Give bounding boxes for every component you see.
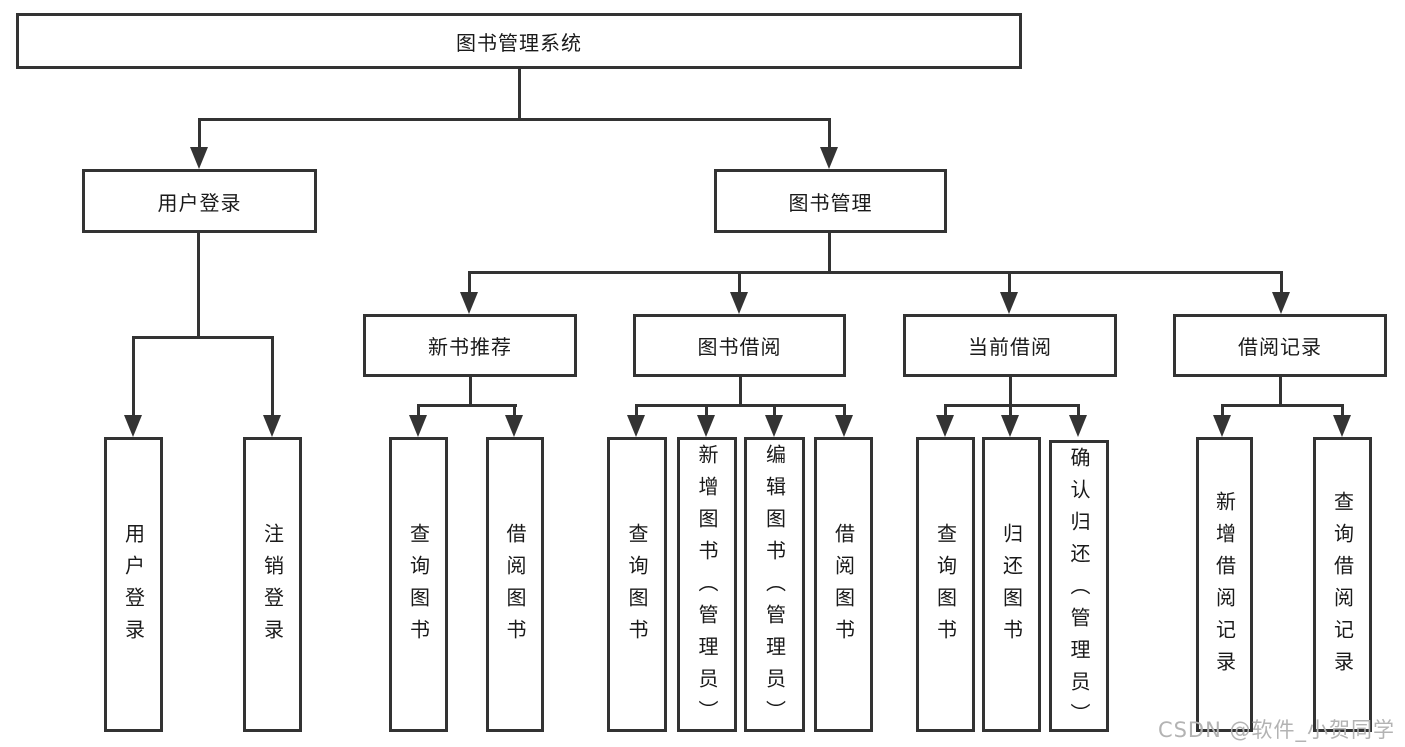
node-new-book-recommendation: 新书推荐 <box>363 314 577 377</box>
connector-line <box>1221 404 1343 407</box>
connector-line <box>468 271 471 295</box>
leaf-edit-books-admin: 编辑图书（管理员） <box>744 437 805 732</box>
arrow-down <box>697 415 715 437</box>
leaf-logout: 注销登录 <box>243 437 302 732</box>
connector-line <box>1280 271 1283 295</box>
connector-line <box>132 336 274 339</box>
connector-line <box>1009 404 1012 418</box>
node-user-login: 用户登录 <box>82 169 317 233</box>
arrow-down <box>190 147 208 169</box>
leaf-borrow-books-borrowing: 借阅图书 <box>814 437 873 732</box>
connector-line <box>635 404 845 407</box>
connector-line <box>944 404 947 418</box>
leaf-query-books-recommend: 查询图书 <box>389 437 448 732</box>
connector-line <box>417 404 517 407</box>
node-current-borrowing: 当前借阅 <box>903 314 1117 377</box>
connector-line <box>705 404 708 418</box>
leaf-borrow-books-recommend: 借阅图书 <box>486 437 544 732</box>
leaf-add-borrow-record: 新增借阅记录 <box>1196 437 1253 732</box>
leaf-add-books-admin: 新增图书（管理员） <box>677 437 737 732</box>
connector-line <box>1009 376 1012 406</box>
arrow-down <box>1213 415 1231 437</box>
connector-line <box>197 232 200 338</box>
connector-line <box>1008 271 1011 295</box>
arrow-down <box>820 147 838 169</box>
connector-line <box>271 336 274 417</box>
csdn-watermark: CSDN @软件_小贺同学 <box>1157 718 1395 742</box>
arrow-down <box>765 415 783 437</box>
arrow-down <box>460 292 478 314</box>
arrow-down <box>505 415 523 437</box>
connector-line <box>739 376 742 406</box>
arrow-down <box>627 415 645 437</box>
arrow-down <box>1333 415 1351 437</box>
node-library-system: 图书管理系统 <box>16 13 1022 69</box>
node-book-borrowing: 图书借阅 <box>633 314 846 377</box>
leaf-query-books-borrowing: 查询图书 <box>607 437 667 732</box>
arrow-down <box>1069 415 1087 437</box>
connector-line <box>635 404 638 418</box>
leaf-query-books-current: 查询图书 <box>916 437 975 732</box>
connector-line <box>828 118 831 150</box>
connector-line <box>843 404 846 418</box>
connector-line <box>417 404 420 418</box>
connector-line <box>1077 404 1080 418</box>
leaf-confirm-return-admin: 确认归还（管理员） <box>1049 440 1109 735</box>
connector-line <box>773 404 776 418</box>
connector-line <box>198 118 201 150</box>
connector-line <box>738 271 741 295</box>
connector-line <box>198 118 831 121</box>
connector-line <box>1221 404 1224 418</box>
connector-line <box>513 404 516 418</box>
connector-line <box>468 271 1283 274</box>
arrow-down <box>835 415 853 437</box>
arrow-down <box>409 415 427 437</box>
connector-line <box>1279 376 1282 406</box>
node-borrowing-records: 借阅记录 <box>1173 314 1387 377</box>
connector-line <box>469 376 472 406</box>
leaf-query-borrow-record: 查询借阅记录 <box>1313 437 1372 732</box>
node-book-management: 图书管理 <box>714 169 947 233</box>
arrow-down <box>730 292 748 314</box>
arrow-down <box>936 415 954 437</box>
arrow-down <box>124 415 142 437</box>
connector-line <box>132 336 135 417</box>
arrow-down <box>1000 292 1018 314</box>
leaf-return-books: 归还图书 <box>982 437 1041 732</box>
connector-line <box>1341 404 1344 418</box>
arrow-down <box>263 415 281 437</box>
connector-line <box>518 69 521 119</box>
arrow-down <box>1001 415 1019 437</box>
arrow-down <box>1272 292 1290 314</box>
connector-line <box>828 232 831 274</box>
leaf-user-login: 用户登录 <box>104 437 163 732</box>
